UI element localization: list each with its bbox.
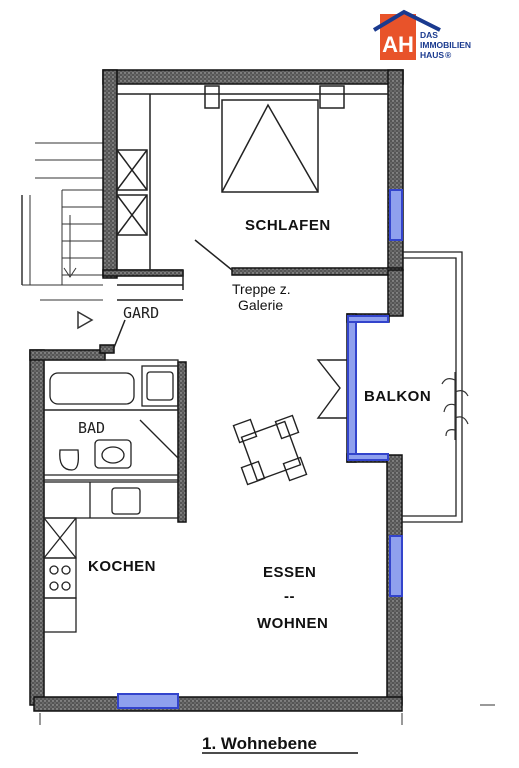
label-schlafen: SCHLAFEN bbox=[245, 217, 331, 234]
label-treppe-line1: Treppe z. bbox=[232, 281, 291, 297]
logo-line2: IMMOBILIEN bbox=[420, 40, 471, 50]
logo-line1: DAS bbox=[420, 30, 438, 40]
window-kitchen bbox=[117, 693, 179, 709]
label-treppe-line2: Galerie bbox=[238, 297, 283, 313]
company-logo: AH DAS IMMOBILIEN HAUS ® bbox=[372, 9, 471, 60]
logo-line3: HAUS bbox=[420, 50, 444, 60]
balcony-door bbox=[316, 359, 347, 419]
window-balcony-top bbox=[347, 315, 389, 323]
label-essen: ESSEN bbox=[263, 564, 316, 581]
logo-roof-icon bbox=[372, 9, 441, 32]
plant-icon bbox=[441, 372, 469, 440]
window-living bbox=[389, 535, 403, 597]
label-bad: BAD bbox=[78, 419, 105, 437]
label-kochen: KOCHEN bbox=[88, 558, 156, 575]
kitchen-fixtures bbox=[43, 481, 179, 633]
dining-table bbox=[232, 414, 308, 486]
inner-walls bbox=[112, 85, 388, 351]
window-balcony-door bbox=[347, 315, 357, 459]
logo-suffix: ® bbox=[445, 50, 452, 60]
caption: 1. Wohnebene bbox=[202, 734, 317, 753]
window-bedroom bbox=[389, 189, 403, 241]
balcony-outline bbox=[402, 251, 463, 523]
label-wohnen: WOHNEN bbox=[257, 615, 328, 632]
bathroom-fixtures bbox=[43, 359, 179, 481]
label-gard: GARD bbox=[123, 304, 159, 322]
logo-mark: AH bbox=[382, 32, 414, 57]
label-balkon: BALKON bbox=[364, 388, 431, 405]
label-dash: -- bbox=[284, 588, 295, 605]
staircase bbox=[21, 142, 103, 301]
window-balcony-bottom bbox=[347, 453, 389, 461]
entrance-arrow-icon bbox=[77, 310, 94, 330]
dimension-marks bbox=[39, 704, 495, 725]
windows bbox=[117, 189, 403, 709]
